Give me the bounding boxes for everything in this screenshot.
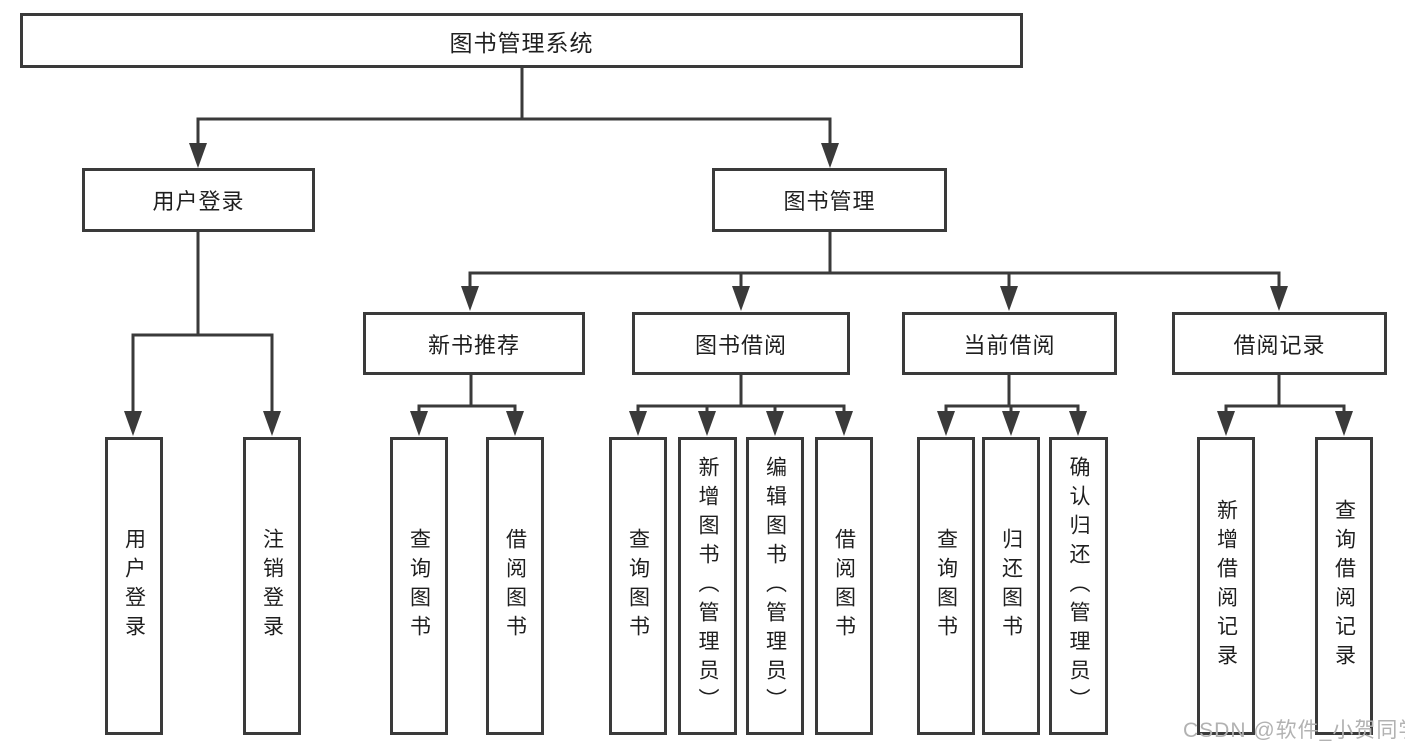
node-add-borrow-record: 新增借阅记录 [1197, 437, 1255, 735]
node-new-book-recommendation: 新书推荐 [363, 312, 585, 375]
node-label: 确认归还（管理员） [1067, 455, 1090, 717]
node-label: 用户登录 [152, 189, 245, 214]
node-label: 编辑图书（管理员） [763, 455, 787, 717]
node-book-management: 图书管理 [712, 168, 947, 232]
node-query-books-recommend: 查询图书 [390, 437, 448, 735]
csdn-watermark: CSDN @软件_小贺同学 [1183, 719, 1405, 742]
node-add-book-admin: 新增图书（管理员） [678, 437, 737, 735]
node-user-login: 用户登录 [82, 168, 315, 232]
node-edit-book-admin: 编辑图书（管理员） [746, 437, 804, 735]
node-current-borrowing: 当前借阅 [902, 312, 1117, 375]
node-label: 查询图书 [407, 528, 431, 644]
node-label: 查询借阅记录 [1332, 499, 1356, 673]
node-logout: 注销登录 [243, 437, 301, 735]
node-label: 归还图书 [999, 528, 1023, 644]
node-label: 当前借阅 [963, 332, 1056, 358]
node-label: 借阅图书 [503, 528, 527, 644]
node-label: 查询图书 [626, 528, 650, 644]
node-query-borrow-record: 查询借阅记录 [1315, 437, 1373, 735]
node-confirm-return-admin: 确认归还（管理员） [1049, 437, 1108, 735]
node-label: 查询图书 [934, 528, 958, 644]
node-label: 新增图书（管理员） [696, 455, 719, 717]
node-label: 新增借阅记录 [1214, 499, 1238, 673]
node-label: 借阅记录 [1233, 332, 1326, 358]
node-label: 图书管理 [783, 189, 876, 214]
node-query-books-borrow: 查询图书 [609, 437, 667, 735]
node-borrowing-records: 借阅记录 [1172, 312, 1387, 375]
node-query-books-current: 查询图书 [917, 437, 975, 735]
node-library-management-system: 图书管理系统 [20, 13, 1023, 68]
node-borrow-books-leaf: 借阅图书 [815, 437, 873, 735]
node-user-login-leaf: 用户登录 [105, 437, 163, 735]
node-label: 注销登录 [260, 528, 284, 644]
node-label: 图书借阅 [694, 332, 787, 358]
node-return-book: 归还图书 [982, 437, 1040, 735]
node-label: 用户登录 [122, 528, 146, 644]
node-label: 借阅图书 [832, 528, 856, 644]
node-label: 新书推荐 [427, 332, 520, 358]
node-book-borrowing: 图书借阅 [632, 312, 850, 375]
node-label: 图书管理系统 [449, 29, 594, 56]
node-borrow-books-recommend: 借阅图书 [486, 437, 544, 735]
arrowheads [124, 143, 1353, 436]
